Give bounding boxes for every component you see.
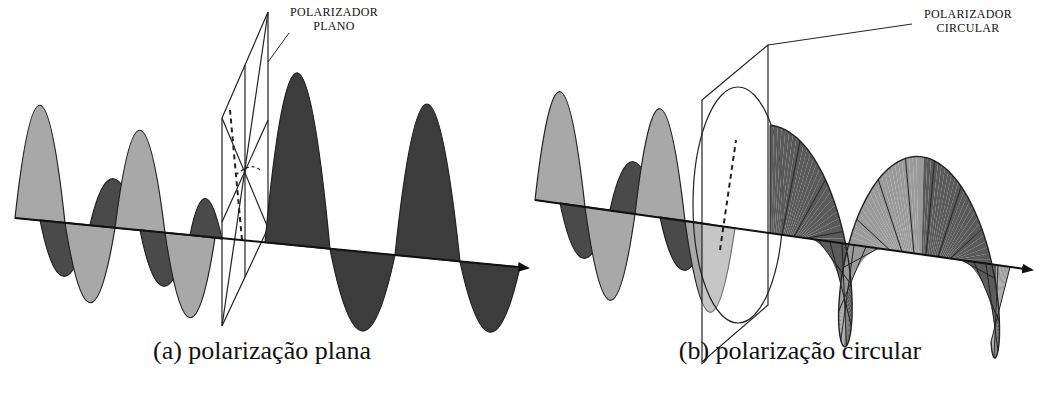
helix-sector <box>991 267 1010 345</box>
helix-sector <box>806 232 844 239</box>
figure-caption: (a) polarização plana <box>153 336 371 366</box>
helix-spoke <box>806 232 843 239</box>
helix-sector <box>956 254 991 260</box>
helix-spoke <box>926 161 934 255</box>
figure-caption: (b) polarização circular <box>679 336 922 366</box>
helix-spoke <box>794 180 825 237</box>
helix-spoke <box>878 180 902 252</box>
helix-spoke <box>782 141 800 235</box>
callout-label: POLARIZADOR PLANO <box>284 6 384 34</box>
helix-spoke <box>938 187 961 257</box>
helix-spoke <box>905 158 914 253</box>
helix-spoke <box>991 267 1010 341</box>
helix-spoke <box>950 229 982 259</box>
helix-sector <box>916 156 920 254</box>
helix-curve <box>770 125 1000 358</box>
helix-spoke <box>770 125 771 233</box>
callout-label: POLARIZADOR CIRCULAR <box>908 8 1028 36</box>
